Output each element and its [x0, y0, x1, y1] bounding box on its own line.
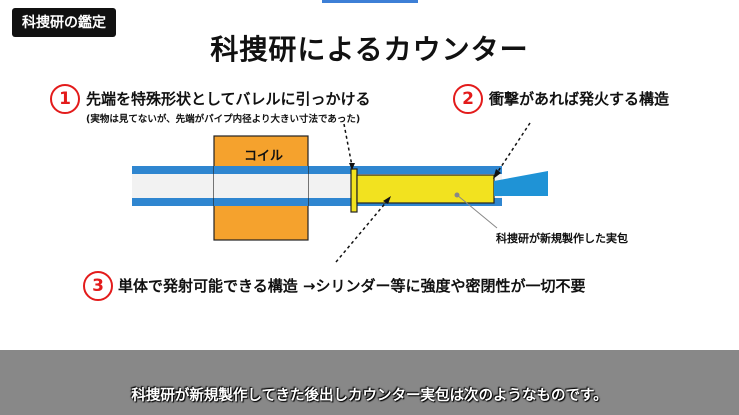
number-badge-1: 1 — [50, 84, 80, 114]
section-tag: 科捜研の鑑定 — [12, 8, 116, 37]
shell-label-leader — [456, 194, 498, 229]
pointer-2 — [494, 122, 531, 177]
page-title: 科捜研によるカウンター — [210, 33, 529, 66]
pointer-1 — [343, 123, 353, 167]
note-1-subtext: (実物は見てないが、先端がパイプ内径より大きい寸法であった) — [86, 114, 361, 125]
number-badge-3: 3 — [83, 271, 113, 301]
shell-rim — [350, 168, 358, 213]
counter-diagram — [132, 122, 548, 263]
subtitle-caption: 科捜研が新規製作してきた後出しカウンター実包は次のようなものです。 — [131, 388, 608, 404]
pointer-1-head — [349, 163, 355, 170]
note-3-text: 単体で発射可能できる構造 →シリンダー等に強度や密閉性が一切不要 — [118, 277, 586, 295]
pointer-3 — [335, 199, 389, 263]
caption-band — [0, 350, 739, 415]
shell-tip — [494, 171, 548, 196]
shell-body — [356, 174, 495, 204]
coil-pipe-bore — [214, 174, 308, 198]
shell-label: 科捜研が新規製作した実包 — [496, 232, 628, 245]
pointer-2-head — [493, 169, 501, 179]
top-accent-bar — [322, 0, 418, 3]
note-1-text: 先端を特殊形状としてバレルに引っかける — [86, 90, 371, 108]
note-2-text: 衝撃があれば発火する構造 — [489, 90, 670, 108]
coil-label: コイル — [244, 149, 284, 164]
number-badge-2: 2 — [453, 84, 483, 114]
pointer-3-head — [383, 196, 391, 204]
